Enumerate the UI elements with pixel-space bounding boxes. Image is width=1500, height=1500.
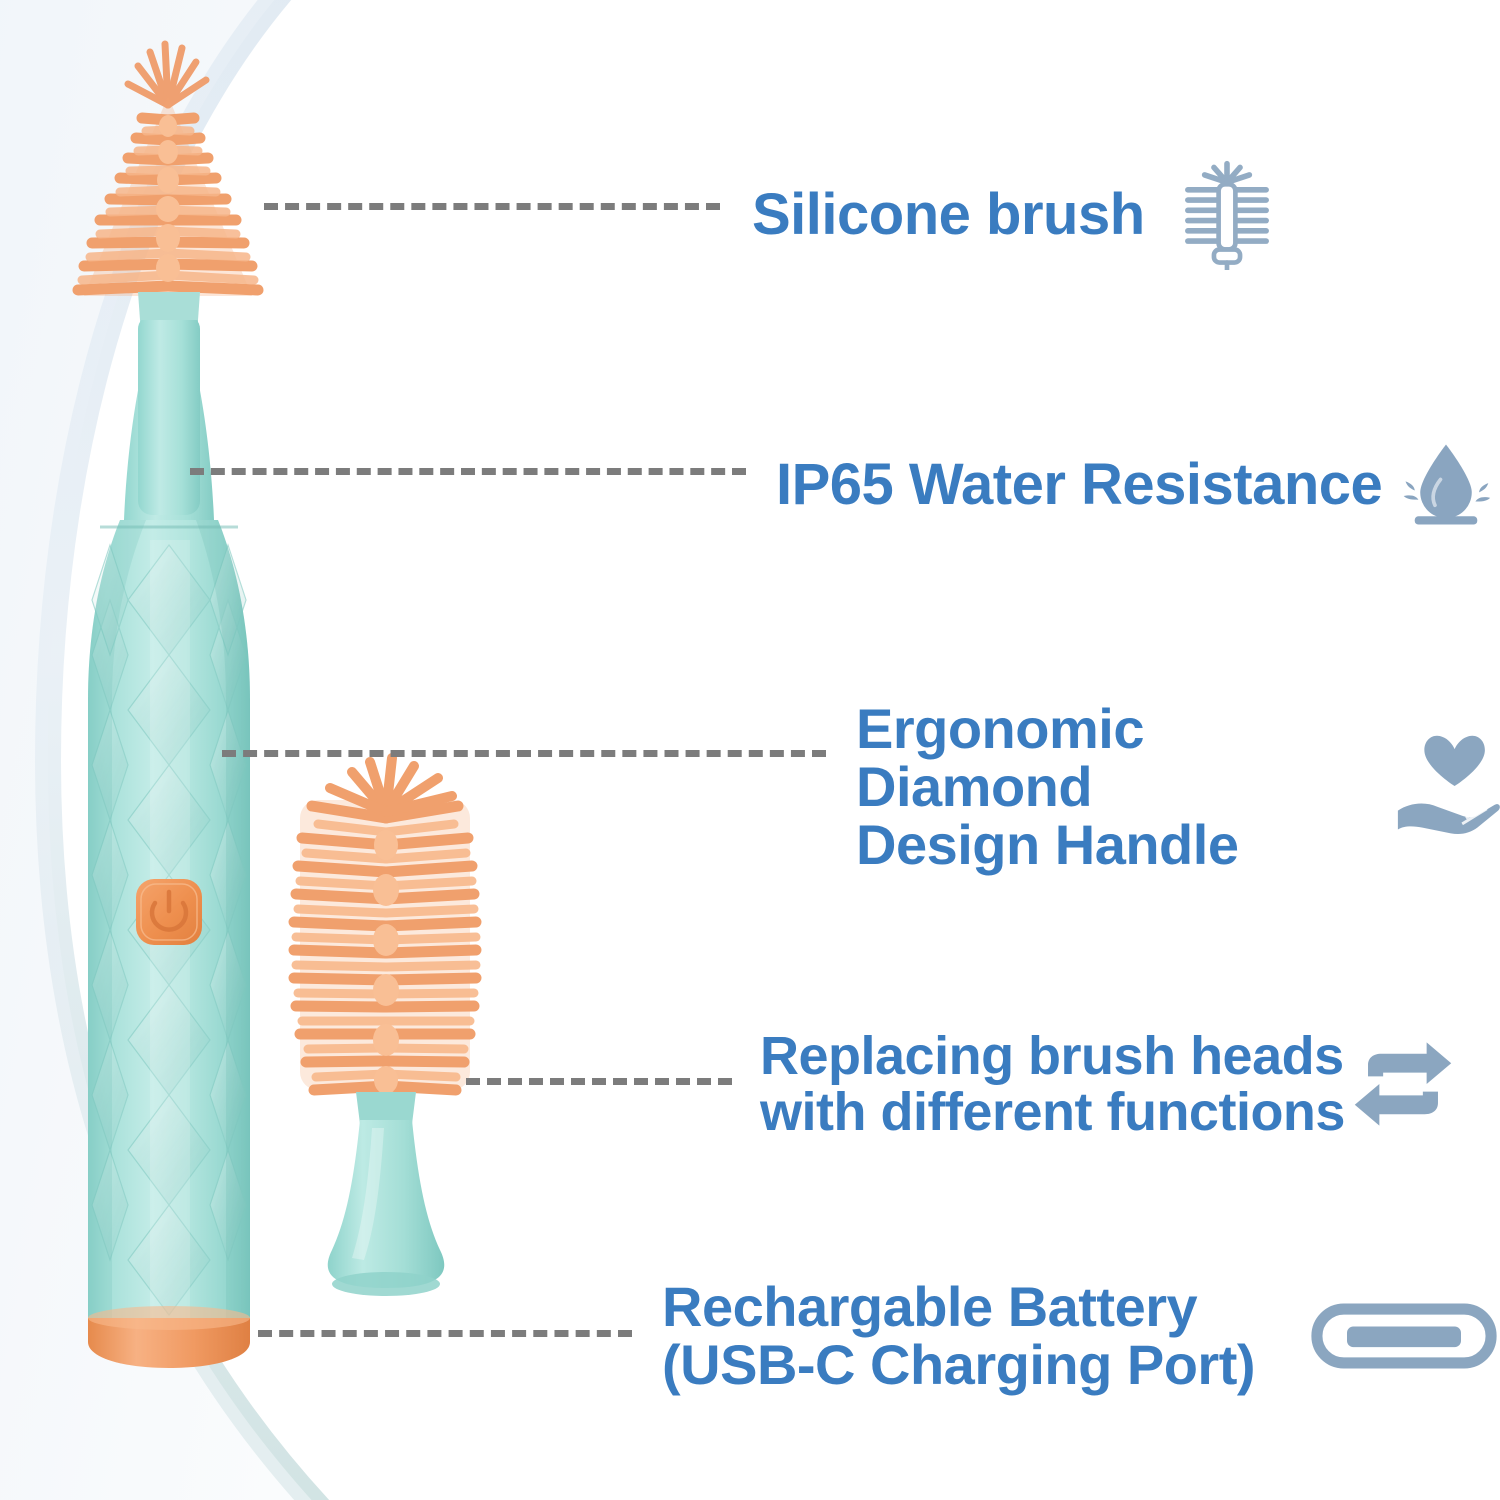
- feature-label-silicone-brush: Silicone brush: [752, 181, 1145, 247]
- feature-replacing-heads: Replacing brush heads with different fun…: [760, 1028, 1455, 1140]
- power-button: [136, 879, 202, 945]
- device-body: [88, 315, 250, 1368]
- leader-line-silicone-brush: [264, 203, 720, 210]
- replacement-brush-head: [288, 753, 482, 1296]
- usb-c-port-icon: [1309, 1291, 1499, 1381]
- feature-label-ergonomic-handle: Ergonomic Diamond Design Handle: [856, 697, 1239, 877]
- leader-line-rechargeable-battery: [258, 1330, 632, 1337]
- feature-water-resistance: IP65 Water Resistance: [776, 435, 1492, 535]
- leader-line-ergonomic-handle: [222, 750, 826, 757]
- feature-label-water-resistance: IP65 Water Resistance: [776, 451, 1383, 517]
- feature-rechargeable-battery: Rechargable Battery (USB-C Charging Port…: [662, 1275, 1499, 1397]
- swap-arrows-icon: [1351, 1039, 1455, 1129]
- feature-label-replacing-heads: Replacing brush heads with different fun…: [760, 1026, 1345, 1143]
- leader-line-water-resistance: [190, 468, 746, 475]
- feature-label-rechargeable-battery: Rechargable Battery (USB-C Charging Port…: [662, 1275, 1256, 1397]
- water-drop-icon: [1400, 435, 1492, 535]
- bottle-brush-icon: [1179, 160, 1275, 270]
- silicone-brush-head: [72, 40, 264, 320]
- heart-in-hand-icon: [1396, 731, 1500, 843]
- leader-line-replacing-heads: [466, 1078, 732, 1085]
- feature-silicone-brush: Silicone brush: [752, 160, 1275, 270]
- feature-ergonomic-handle: Ergonomic Diamond Design Handle: [856, 697, 1500, 877]
